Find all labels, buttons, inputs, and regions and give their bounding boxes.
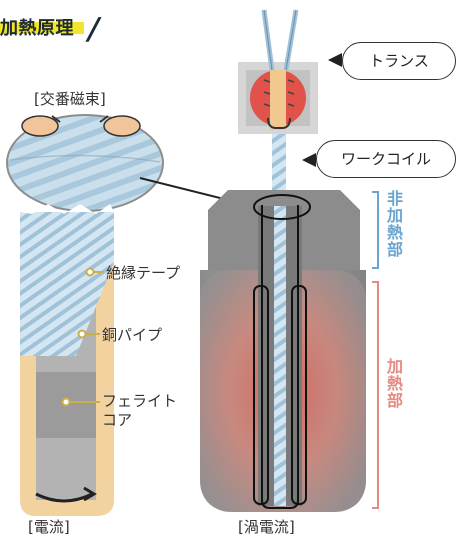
transformer bbox=[238, 9, 318, 134]
work-coil-callout: ワークコイル bbox=[316, 140, 456, 178]
label-copper-pipe: 銅パイプ bbox=[102, 326, 163, 344]
transformer-pointer bbox=[328, 53, 342, 67]
work-coil-pointer bbox=[302, 153, 316, 167]
label-ferrite-core: フェライト コア bbox=[102, 392, 178, 429]
transformer-callout: トランス bbox=[342, 42, 456, 80]
heating-bracket bbox=[372, 281, 379, 509]
non-heating-bracket bbox=[372, 191, 379, 269]
title-highlight bbox=[0, 22, 84, 34]
pipe-cutaway bbox=[20, 204, 114, 516]
workpiece bbox=[200, 190, 366, 512]
flux-zoom-circle bbox=[6, 114, 164, 212]
label-magnetic-flux: [交番磁束] bbox=[34, 90, 106, 108]
label-current: [電流] bbox=[28, 518, 70, 536]
label-non-heating-zone: 非 加 熱 部 bbox=[386, 189, 403, 259]
flux-arrow-right bbox=[99, 115, 141, 137]
coil-lead bbox=[272, 134, 286, 208]
flux-arrow-left bbox=[21, 115, 61, 137]
label-heating-zone: 加 熱 部 bbox=[386, 357, 403, 410]
page-title: 加熱原理 bbox=[0, 18, 74, 39]
label-eddy-current: [渦電流] bbox=[238, 518, 295, 536]
label-insulating-tape: 絶縁テープ bbox=[106, 264, 181, 282]
